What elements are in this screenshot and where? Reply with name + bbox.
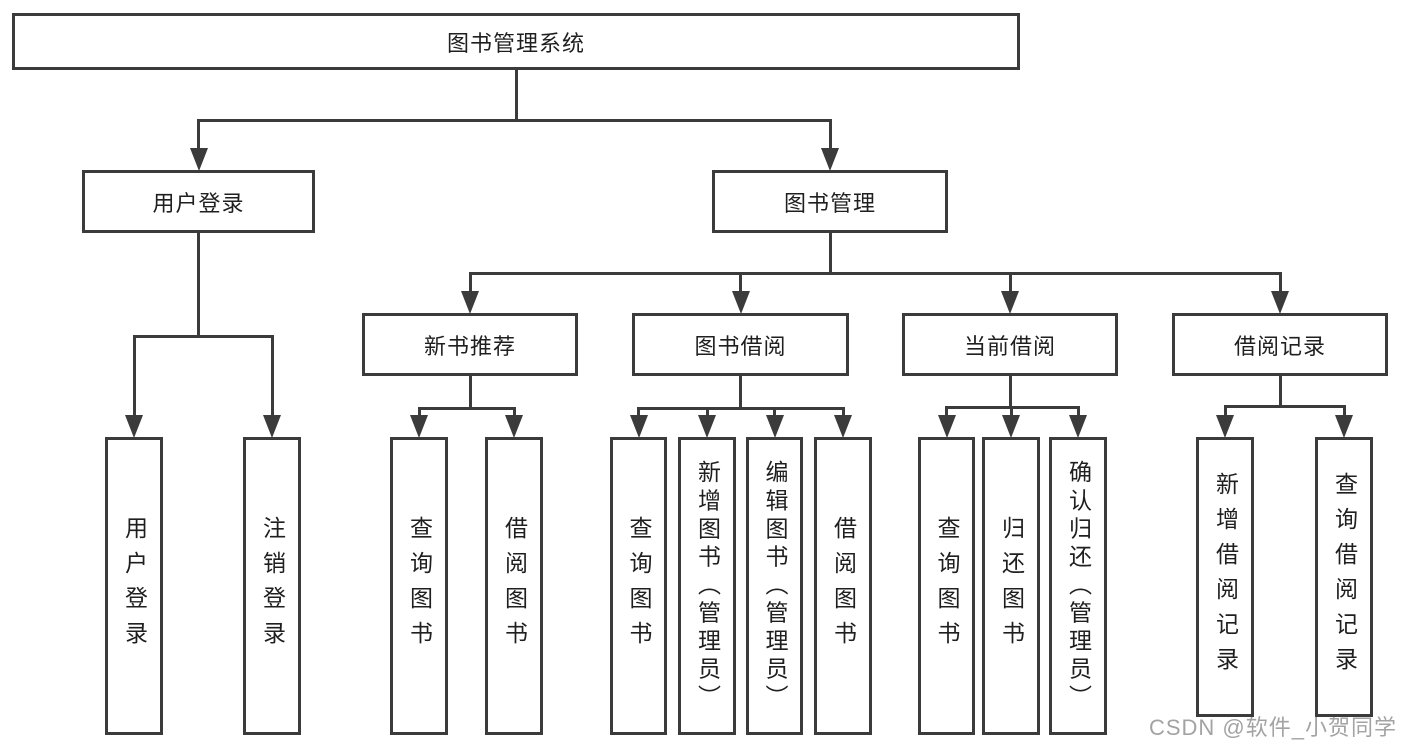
connector-drop-query-books-2: [637, 407, 640, 416]
arrowhead-user-login: [189, 148, 208, 171]
arrowhead-book-borrowing: [731, 291, 750, 314]
connector-drop-borrow-books-1: [512, 407, 516, 416]
arrowhead-query-books-2: [629, 415, 648, 438]
node-return-books: 归还图书: [982, 437, 1040, 735]
connector-stem-book-management: [828, 233, 832, 275]
node-logout-action: 注销登录: [243, 437, 301, 735]
connector-drop-borrow-books-2: [841, 407, 845, 416]
connector-drop-query-borrow-record: [1342, 405, 1346, 416]
connector-bus-borrowing-records: [1223, 405, 1346, 408]
node-add-books-admin: 新增图书（管理员）: [678, 437, 736, 735]
arrowhead-edit-books-admin: [765, 415, 784, 438]
arrowhead-user-login-action: [125, 415, 143, 438]
connector-drop-book-management: [828, 119, 832, 149]
node-book-management: 图书管理: [712, 170, 948, 233]
connector-drop-logout-action: [270, 335, 274, 416]
node-query-books-1: 查询图书: [390, 437, 448, 735]
connector-bus-system: [197, 119, 832, 122]
connector-stem-borrowing-records: [1278, 376, 1282, 408]
arrowhead-query-books-3: [937, 415, 956, 438]
connector-bus-new-book-recommend: [417, 407, 516, 410]
connector-drop-confirm-return-admin: [1076, 406, 1080, 416]
connector-drop-user-login: [197, 119, 200, 149]
arrowhead-borrow-books-1: [505, 415, 523, 438]
connector-bus-book-borrowing: [637, 407, 845, 410]
node-new-book-recommend: 新书推荐: [362, 313, 578, 376]
arrowhead-book-management: [821, 148, 839, 171]
connector-drop-add-borrow-record: [1223, 405, 1227, 416]
node-user-login-action: 用户登录: [105, 437, 163, 735]
connector-drop-query-books-1: [417, 407, 421, 416]
node-borrowing-records: 借阅记录: [1172, 313, 1388, 376]
arrowhead-add-borrow-record: [1216, 415, 1234, 438]
connector-stem-current-borrowing: [1008, 376, 1012, 409]
connector-drop-user-login-action: [132, 335, 136, 416]
connector-stem-system: [514, 70, 518, 122]
connector-stem-book-borrowing: [739, 376, 742, 410]
arrowhead-new-book-recommend: [461, 291, 479, 314]
arrowhead-logout-action: [263, 415, 281, 438]
connector-stem-user-login: [197, 233, 200, 338]
connector-drop-book-borrowing: [739, 272, 742, 292]
arrowhead-confirm-return-admin: [1069, 415, 1087, 438]
connector-drop-borrowing-records: [1278, 272, 1282, 292]
node-user-login: 用户登录: [82, 170, 315, 233]
connector-drop-current-borrowing: [1008, 272, 1012, 292]
node-edit-books-admin: 编辑图书（管理员）: [746, 437, 803, 735]
arrowhead-current-borrowing: [1001, 291, 1019, 314]
connector-drop-new-book-recommend: [468, 272, 472, 292]
node-query-books-3: 查询图书: [918, 437, 975, 735]
connector-bus-book-management: [468, 272, 1282, 275]
node-confirm-return-admin: 确认归还（管理员）: [1049, 437, 1107, 735]
node-borrow-books-1: 借阅图书: [485, 437, 543, 735]
node-system: 图书管理系统: [12, 13, 1020, 70]
arrowhead-add-books-admin: [698, 415, 716, 438]
connector-drop-add-books-admin: [705, 407, 709, 416]
node-add-borrow-record: 新增借阅记录: [1196, 437, 1254, 717]
arrowhead-borrow-books-2: [834, 415, 852, 438]
arrowhead-return-books: [1002, 415, 1020, 438]
connector-drop-return-books: [1009, 406, 1013, 416]
connector-bus-user-login: [132, 335, 274, 338]
connector-drop-query-books-3: [945, 406, 948, 416]
connector-drop-edit-books-admin: [773, 407, 776, 416]
node-book-borrowing: 图书借阅: [632, 313, 849, 376]
node-query-books-2: 查询图书: [610, 437, 667, 735]
arrowhead-query-books-1: [410, 415, 428, 438]
watermark: CSDN @软件_小贺同学: [1148, 715, 1397, 740]
connector-stem-new-book-recommend: [468, 376, 472, 410]
node-query-borrow-record: 查询借阅记录: [1315, 437, 1373, 717]
node-current-borrowing: 当前借阅: [902, 313, 1118, 376]
node-borrow-books-2: 借阅图书: [814, 437, 872, 735]
arrowhead-query-borrow-record: [1335, 415, 1353, 438]
arrowhead-borrowing-records: [1271, 291, 1289, 314]
